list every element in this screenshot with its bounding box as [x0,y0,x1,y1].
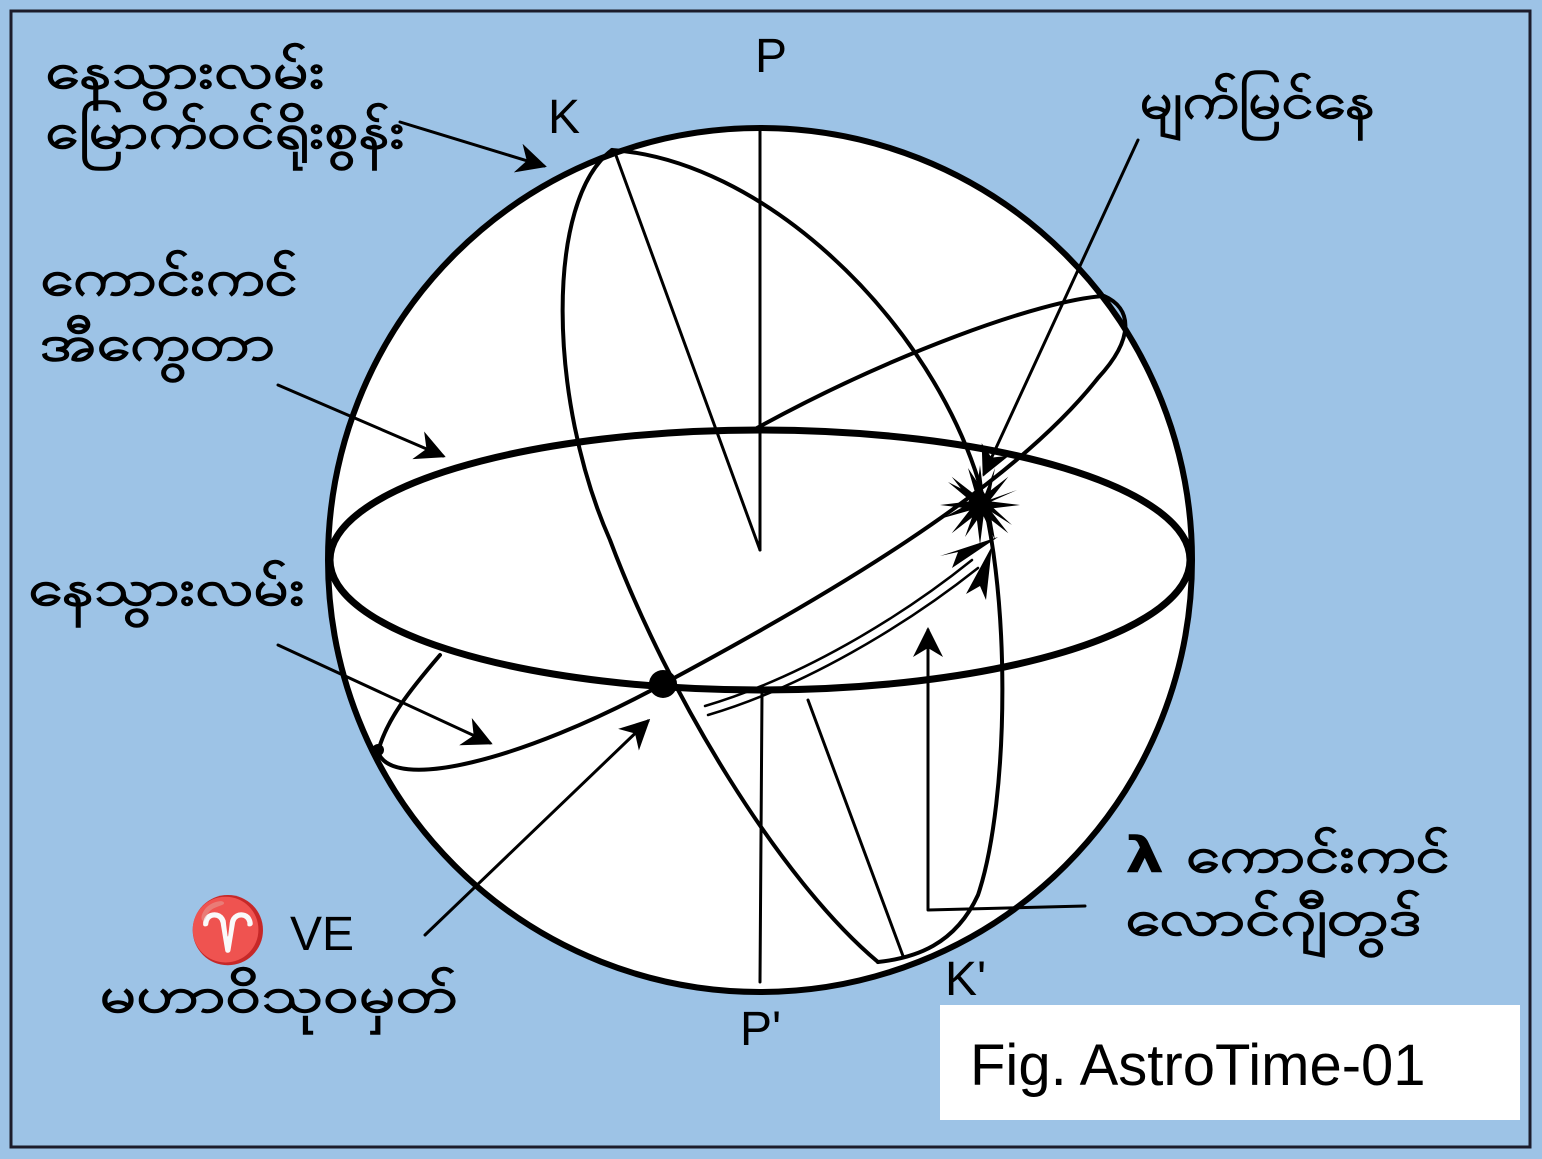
ecliptic-curve [376,294,1128,772]
longitude-circle-through-sun [610,148,1005,964]
caption-box [940,1005,1520,1120]
vernal-equinox-abbr: VE [290,908,354,961]
sun-direction-arrowhead [940,537,998,568]
celestial-longitude-arrow [913,627,1087,912]
polar-axis-lower [758,691,764,984]
ecliptic-axis-upper [612,148,762,552]
vernal-equinox-point [649,670,677,698]
figure-caption: Fig. AstroTime-01 [970,1033,1426,1098]
celestial-equator-label-line1: ကောင်းကင် [40,248,298,307]
ecliptic-arrow [276,643,493,746]
apparent-sun-arrow [981,138,1140,477]
longitude-circle-through-ve [560,148,880,964]
ecliptic-pole-label-line2: မြောက်ဝင်ရိုးစွန်း [45,99,405,172]
point-label-k-prime: K' [945,953,986,1006]
sun-star-icon [940,465,1020,545]
vernal-equinox-arrow [423,718,651,937]
point-label-k: K [548,91,580,144]
longitude-arc-arrowhead [966,546,992,600]
longitude-arc-line-2 [706,566,980,717]
aries-symbol-icon: ♈ [188,894,268,966]
point-label-p: P [755,30,787,83]
longitude-arc-line-1 [703,558,974,708]
ecliptic-axis-lower [806,698,905,958]
celestial-equator-ellipse [326,426,1194,694]
point-label-p-prime: P' [740,1003,781,1056]
celestial-equator-arrow [276,383,446,460]
apparent-sun-label: မျက်မြင်နေ [1140,69,1375,142]
frame-border [9,9,1532,1149]
ecliptic-node-mark [372,744,384,756]
ecliptic-pole-arrow [398,120,547,173]
celestial-longitude-label-line1: λ ကောင်းကင် [1125,825,1450,884]
ecliptic-back-segment [376,653,442,754]
